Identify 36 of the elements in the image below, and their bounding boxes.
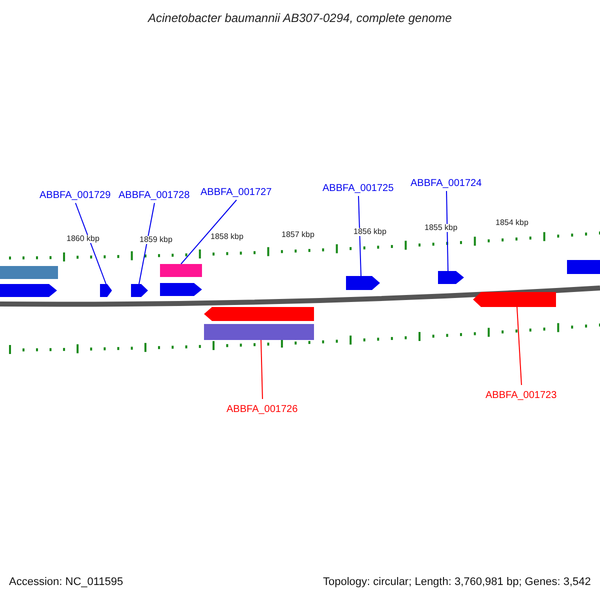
- gene-bar: [204, 324, 314, 340]
- leader-line: [516, 306, 522, 386]
- scale-label: 1854 kbp: [494, 219, 530, 227]
- gene-feature: [473, 292, 556, 307]
- scale-label: 1856 kbp: [352, 228, 388, 236]
- accession-text: Accession: NC_011595: [9, 576, 124, 588]
- leader-line: [260, 340, 263, 400]
- gene-bar: [567, 260, 600, 274]
- gene-feature: [204, 307, 314, 321]
- gene-label: ABBFA_001725: [322, 183, 394, 194]
- gene-feature: [346, 276, 380, 290]
- gene-label: ABBFA_001729: [40, 190, 111, 201]
- leader-line: [138, 202, 155, 284]
- leader-line: [358, 196, 362, 276]
- leader-line: [180, 200, 237, 264]
- gene-label: ABBFA_001727: [200, 187, 272, 198]
- gene-label: ABBFA_001723: [486, 390, 557, 401]
- scale-label: 1855 kbp: [424, 224, 458, 232]
- diagram-title: Acinetobacter baumannii AB307-0294, complete genome: [148, 12, 452, 24]
- scale-label: 1860 kbp: [66, 235, 100, 243]
- scale-label: 1858 kbp: [210, 233, 244, 241]
- leader-line: [75, 202, 106, 284]
- gene-feature: [131, 284, 148, 297]
- gene-label: ABBFA_001726: [226, 404, 298, 415]
- gene-feature: [0, 284, 57, 297]
- gene-bar: [0, 266, 58, 279]
- gene-feature: [160, 283, 202, 296]
- genome-summary-text: Topology: circular; Length: 3,760,981 bp; Genes: 3,542: [323, 576, 591, 588]
- gene-label: ABBFA_001728: [118, 190, 190, 201]
- gene-feature: [100, 284, 112, 297]
- leader-line: [446, 190, 448, 272]
- scale-label: 1857 kbp: [280, 231, 316, 239]
- gene-label: ABBFA_001724: [410, 178, 482, 189]
- gene-bar: [160, 264, 202, 277]
- scale-label: 1859 kbp: [138, 236, 174, 244]
- gene-feature: [438, 271, 464, 284]
